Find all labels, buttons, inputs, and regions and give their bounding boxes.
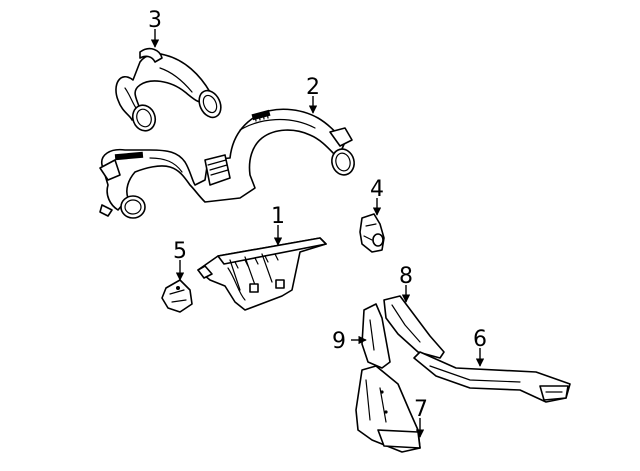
callout-8: 8	[399, 264, 413, 289]
part-9-duct	[361, 303, 391, 369]
part-8-duct	[383, 295, 445, 359]
part-1-plenum	[197, 237, 327, 311]
callout-leaders	[150, 29, 485, 438]
callout-7: 7	[414, 397, 428, 422]
part-6-duct	[413, 351, 571, 403]
part-3-duct	[115, 47, 222, 132]
callout-9: 9	[332, 329, 346, 354]
callout-6: 6	[473, 327, 487, 352]
part-4-clip	[359, 213, 385, 253]
part-5-bracket	[161, 279, 193, 313]
callout-2: 2	[306, 75, 320, 100]
callout-4: 4	[370, 177, 384, 202]
part-7-duct	[355, 365, 421, 453]
callout-3: 3	[148, 8, 162, 33]
callout-labels: 3 2 4 1 5 8 9 6 7	[148, 8, 487, 422]
callout-1: 1	[271, 204, 285, 229]
part-2-duct	[99, 108, 355, 219]
callout-5: 5	[173, 239, 187, 264]
